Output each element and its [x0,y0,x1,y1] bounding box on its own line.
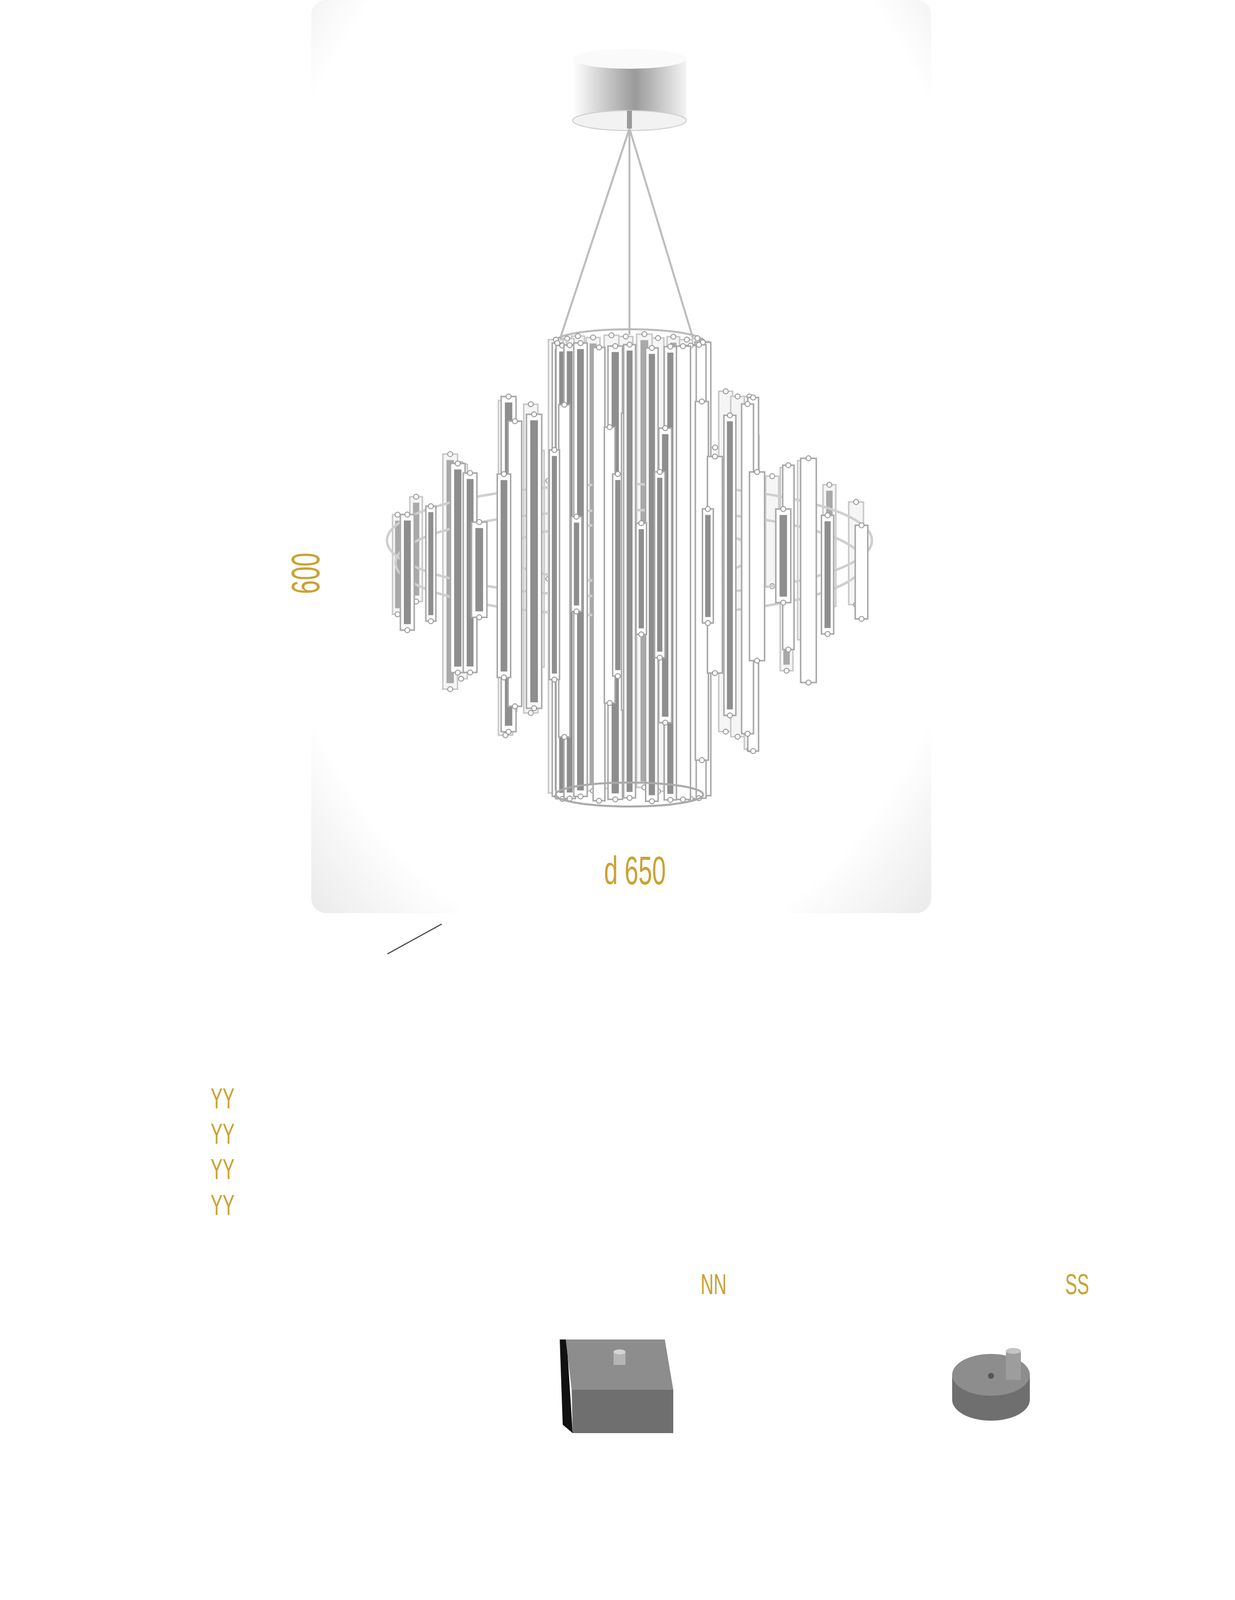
crystal-bar [471,519,488,620]
crystal-bar [635,520,647,637]
dimension-label: 600 [285,552,326,595]
puck-post-top [1005,1347,1021,1354]
crystal-bar [593,344,606,803]
dimension-label: d 650 [604,850,666,891]
variant-code: YY [210,1118,235,1148]
puck-dot [988,1372,994,1379]
variant-code: SS [1065,1269,1090,1299]
box-front [571,1389,674,1433]
cable [556,128,630,349]
variant-code: YY [210,1083,235,1113]
crystal-bar [549,447,560,682]
crystal-bar [702,506,714,626]
crystal-bar [724,412,737,719]
canopy-top [572,48,687,69]
variant-code: NN [700,1269,727,1299]
cable [628,128,631,335]
crystal-bar [675,343,691,802]
crystal-bar [425,503,436,624]
stray-line [387,923,442,954]
crystal-bar [855,522,868,622]
variant-code: YY [210,1190,235,1220]
crystal-bar [400,511,415,633]
chandelier [386,48,872,807]
crystal-bar [571,513,582,614]
crystal-bar [800,455,817,685]
crystal-bar [623,342,636,801]
crystal-bar [526,411,542,711]
crystal-bar [497,471,511,680]
bottom-ring [555,782,704,807]
box-knob-top [613,1349,626,1355]
canopy-icons [559,1339,1030,1433]
crystal-bar [654,469,665,660]
crystal-bar [775,506,791,606]
canopy-bottom [572,110,687,131]
box-top [565,1339,674,1390]
canopy-rod [626,110,632,129]
cable [629,128,697,349]
crystal-bar [821,512,835,636]
variant-code: YY [210,1154,235,1184]
crystal-bar [749,469,765,663]
crystal-bar [558,401,571,740]
puck-post [1005,1350,1021,1380]
backdrop [311,0,932,913]
